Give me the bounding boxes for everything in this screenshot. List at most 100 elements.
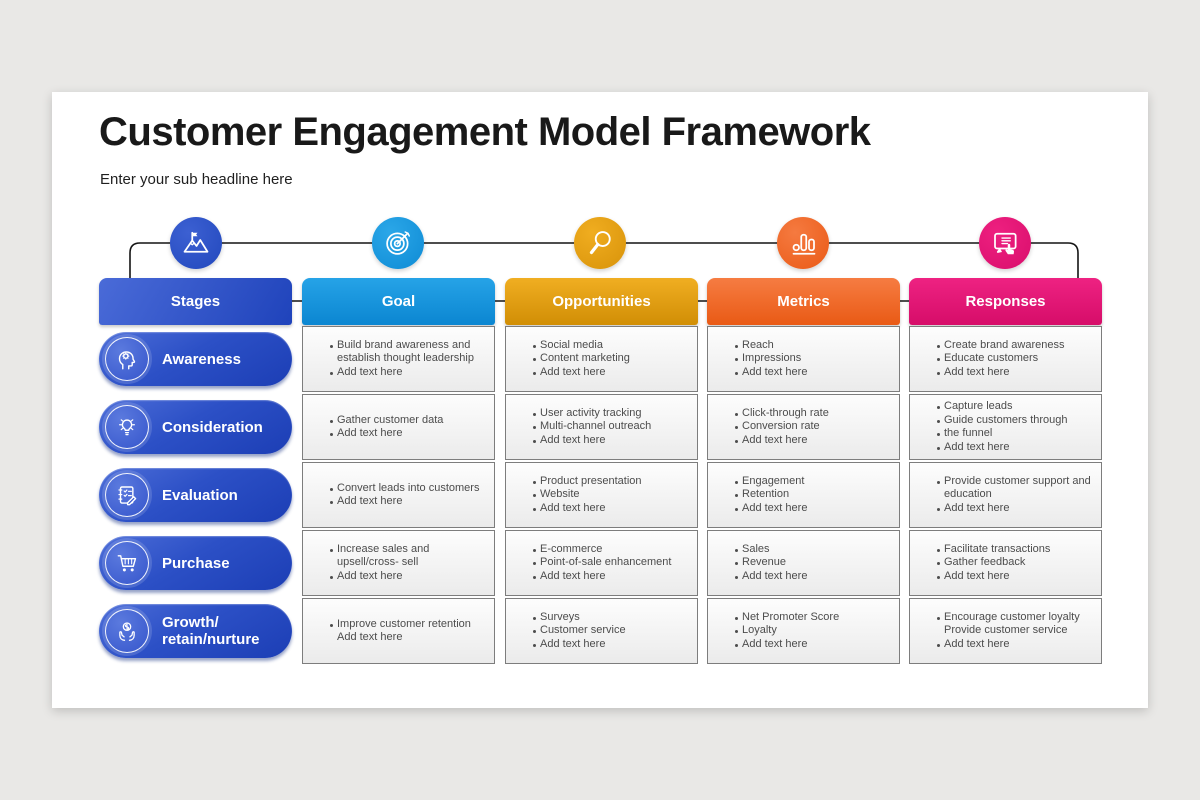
bullet-dot <box>325 618 337 627</box>
cell-line: Add text here <box>518 638 693 652</box>
cell-text: Add text here <box>540 569 606 582</box>
cell-line: Add text here <box>315 427 490 441</box>
cell-text: Convert leads into customers <box>337 481 480 494</box>
lightbulb-icon <box>119 419 135 436</box>
bullet-dot <box>730 570 742 579</box>
cell-text: Add text here <box>540 433 606 446</box>
bullet-dot <box>730 434 742 443</box>
cell-text: Product presentation <box>540 474 642 487</box>
cell-line: Point-of-sale enhancement <box>518 556 693 570</box>
head-gear-icon <box>118 351 136 370</box>
bar-chart-icon <box>792 233 816 255</box>
hands-coin-icon <box>119 622 135 641</box>
bullet-dot <box>932 427 944 436</box>
bullet-dot <box>932 624 944 633</box>
bullet-dot <box>730 624 742 634</box>
pill-icon-circle <box>105 405 149 449</box>
cell-text: Capture leads <box>944 400 1013 412</box>
cell-line: Retention <box>720 488 895 502</box>
bullet-dot <box>932 556 944 566</box>
cell-line: Educate customers <box>922 352 1097 366</box>
cell-goal-1: Build brand awareness and establish thou… <box>302 326 495 392</box>
cell-text: Surveys <box>540 610 580 623</box>
cell-line: Gather customer data <box>315 414 490 428</box>
cell-text: Impressions <box>742 352 802 365</box>
bullet-dot <box>730 475 742 484</box>
cell-text: Improve customer retention <box>337 617 471 630</box>
cell-line: Capture leads <box>922 400 1097 414</box>
cell-text: Add text here <box>337 427 403 439</box>
cell-line: User activity tracking <box>518 407 693 421</box>
bullet-dot <box>730 407 742 416</box>
cell-line: Add text here <box>720 638 895 652</box>
cell-text: Add text here <box>742 501 808 514</box>
bullet-dot <box>528 339 540 348</box>
cell-line: Improve customer retention <box>315 618 490 632</box>
cell-text: Point-of-sale enhancement <box>540 556 672 569</box>
cell-line: Add text here <box>720 366 895 380</box>
stage-label: Growth/ retain/nurture <box>162 614 260 648</box>
bullet-dot <box>932 352 944 362</box>
bullet-dot <box>528 556 540 566</box>
cell-text: Build brand awareness and establish thou… <box>337 338 474 365</box>
cell-line: Add text here <box>518 366 693 380</box>
cell-text: Click-through rate <box>742 406 829 419</box>
responses-circle <box>979 217 1031 269</box>
slide-canvas: Customer Engagement Model Framework Ente… <box>52 92 1148 708</box>
cell-line: Content marketing <box>518 352 693 366</box>
cell-text: Add text here <box>742 637 808 650</box>
cell-text: Facilitate transactions <box>944 542 1051 555</box>
bullet-dot <box>932 475 944 484</box>
column-header-responses: Responses <box>909 278 1102 325</box>
bullet-dot <box>325 427 337 436</box>
cell-line: Revenue <box>720 556 895 570</box>
stage-pill-awareness: Awareness <box>99 332 292 386</box>
cell-line: Gather feedback <box>922 556 1097 570</box>
bullet-dot <box>730 366 742 375</box>
page-subtitle: Enter your sub headline here <box>100 171 293 188</box>
cell-line: Product presentation <box>518 475 693 489</box>
cell-text: Engagement <box>742 474 805 487</box>
cell-line: Increase sales and upsell/cross- sell <box>315 543 490 570</box>
cell-text: Add text here <box>742 365 808 378</box>
bullet-dot <box>730 502 742 511</box>
cell-text: Add text here <box>337 495 403 507</box>
bullet-dot <box>528 488 540 498</box>
cell-text: Add text here <box>540 365 606 378</box>
bullet-dot <box>932 441 944 450</box>
opportunities-circle <box>574 217 626 269</box>
cell-line: Reach <box>720 339 895 353</box>
bullet-dot <box>325 631 337 640</box>
cell-text: Add text here <box>944 569 1010 582</box>
cell-text: Retention <box>742 488 790 501</box>
cell-line: Conversion rate <box>720 420 895 434</box>
cell-line: Add text here <box>922 366 1097 380</box>
stage-label: Purchase <box>162 554 230 572</box>
bullet-dot <box>325 339 337 348</box>
bullet-dot <box>730 638 742 647</box>
bullet-dot <box>730 611 742 620</box>
cell-text: Add text here <box>337 631 403 643</box>
bullet-dot <box>932 543 944 552</box>
cell-text: Add text here <box>944 501 1010 514</box>
cell-line: Add text here <box>315 631 490 645</box>
cell-line: Provide customer support and education <box>922 475 1097 502</box>
magnifier-icon <box>589 231 611 255</box>
cell-text: Educate customers <box>944 352 1039 365</box>
cell-text: Revenue <box>742 556 787 569</box>
cell-text: Create brand awareness <box>944 338 1065 351</box>
bullet-dot <box>932 570 944 579</box>
bullet-dot <box>528 624 540 634</box>
cell-text: Add text here <box>944 440 1010 453</box>
cell-text: Add text here <box>540 501 606 514</box>
cell-text: Customer service <box>540 624 626 637</box>
cell-line: E-commerce <box>518 543 693 557</box>
cell-text: Gather feedback <box>944 556 1026 569</box>
